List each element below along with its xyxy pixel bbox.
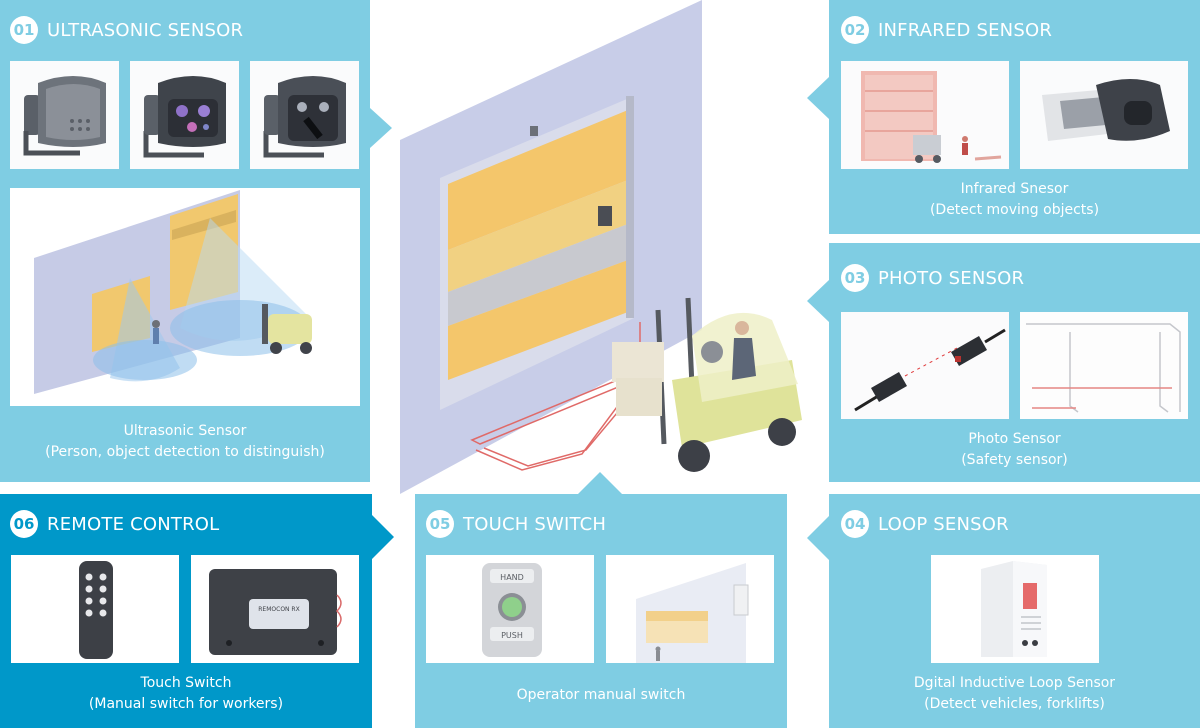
caption-line-1: Infrared Snesor bbox=[960, 181, 1069, 197]
caption-line-2: (Person, object detection to distinguish… bbox=[45, 444, 325, 460]
touch-switch-panel: 05 TOUCH SWITCH HAND PUSH Operator manua… bbox=[415, 494, 787, 728]
caption-line-1: Photo Sensor bbox=[968, 431, 1061, 447]
remote-control-panel: 06 REMOTE CONTROL REMOCON RX Touch Switc… bbox=[0, 494, 372, 728]
caption-line-2: (Manual switch for workers) bbox=[88, 696, 284, 712]
caption-line-1: Operator manual switch bbox=[516, 687, 686, 703]
infrared-door-scene-photo bbox=[841, 61, 1009, 169]
touch-switch-button-photo: HAND PUSH bbox=[426, 555, 594, 663]
section-title: INFRARED SENSOR bbox=[878, 19, 1053, 41]
section-title: LOOP SENSOR bbox=[878, 513, 1009, 535]
arrow-right-remote bbox=[372, 515, 394, 559]
arrow-right-ultrasonic bbox=[370, 108, 392, 148]
caption-line-2: (Detect vehicles, forklifts) bbox=[924, 696, 1105, 712]
section-number-badge: 02 bbox=[841, 16, 869, 44]
receiver-label: REMOCON RX bbox=[258, 606, 299, 613]
touch-switch-caption: Operator manual switch bbox=[415, 685, 787, 706]
loop-sensor-device-photo bbox=[931, 555, 1099, 663]
photo-sensor-header: 03 PHOTO SENSOR bbox=[841, 264, 1024, 292]
ultrasonic-sensor-panel: 01 ULTRASONIC SENSOR bbox=[0, 0, 370, 482]
infrared-sensor-header: 02 INFRARED SENSOR bbox=[841, 16, 1052, 44]
photo-sensor-panel: 03 PHOTO SENSOR Photo Sensor (Safety sen… bbox=[829, 243, 1200, 482]
push-button-top-label: HAND bbox=[500, 573, 524, 582]
caption-line-1: Touch Switch bbox=[140, 675, 232, 691]
ultrasonic-sensor-photo-3 bbox=[250, 61, 359, 169]
photo-sensor-door-diagram bbox=[1020, 312, 1188, 419]
ultrasonic-sensor-photo-1 bbox=[10, 61, 119, 169]
caption-line-1: Ultrasonic Sensor bbox=[123, 423, 247, 439]
high-speed-door-illustration bbox=[372, 0, 828, 494]
loop-sensor-panel: 04 LOOP SENSOR Dgital Inductive Loop Sen… bbox=[829, 494, 1200, 728]
infrared-sensor-caption: Infrared Snesor (Detect moving objects) bbox=[829, 179, 1200, 221]
photo-sensor-device-photo bbox=[841, 312, 1009, 419]
remote-control-handset-photo bbox=[11, 555, 179, 663]
ultrasonic-detection-diagram bbox=[10, 188, 360, 406]
photo-sensor-caption: Photo Sensor (Safety sensor) bbox=[829, 429, 1200, 471]
section-title: TOUCH SWITCH bbox=[463, 513, 607, 535]
touch-switch-door-photo bbox=[606, 555, 774, 663]
touch-switch-header: 05 TOUCH SWITCH bbox=[426, 510, 606, 538]
infrared-sensor-device-photo bbox=[1020, 61, 1188, 169]
remote-receiver-graphic: REMOCON RX bbox=[191, 555, 359, 663]
arrow-left-photo bbox=[807, 280, 829, 322]
caption-line-2: (Detect moving objects) bbox=[929, 202, 1100, 218]
section-number-badge: 06 bbox=[10, 510, 38, 538]
loop-sensor-header: 04 LOOP SENSOR bbox=[841, 510, 1009, 538]
section-number-badge: 04 bbox=[841, 510, 869, 538]
ultrasonic-sensor-photo-2 bbox=[130, 61, 239, 169]
loop-sensor-caption: Dgital Inductive Loop Sensor (Detect veh… bbox=[829, 673, 1200, 715]
arrow-left-loop bbox=[807, 516, 829, 560]
section-title: PHOTO SENSOR bbox=[878, 267, 1025, 289]
arrow-left-infrared bbox=[807, 77, 829, 119]
remote-control-header: 06 REMOTE CONTROL bbox=[10, 510, 219, 538]
ultrasonic-sensor-caption: Ultrasonic Sensor (Person, object detect… bbox=[0, 421, 370, 463]
section-number-badge: 05 bbox=[426, 510, 454, 538]
section-title: REMOTE CONTROL bbox=[47, 513, 220, 535]
remote-control-caption: Touch Switch (Manual switch for workers) bbox=[0, 673, 372, 715]
section-number-badge: 03 bbox=[841, 264, 869, 292]
ultrasonic-sensor-header: 01 ULTRASONIC SENSOR bbox=[10, 16, 243, 44]
remote-receiver-photo: REMOCON RX bbox=[191, 555, 359, 663]
section-number-badge: 01 bbox=[10, 16, 38, 44]
section-title: ULTRASONIC SENSOR bbox=[47, 19, 244, 41]
caption-line-2: (Safety sensor) bbox=[961, 452, 1068, 468]
infrared-sensor-panel: 02 INFRARED SENSOR Infrared Snesor (Dete… bbox=[829, 0, 1200, 234]
caption-line-1: Dgital Inductive Loop Sensor bbox=[913, 675, 1116, 691]
arrow-up-touch-switch bbox=[578, 472, 622, 494]
push-button-bottom-label: PUSH bbox=[501, 631, 523, 640]
